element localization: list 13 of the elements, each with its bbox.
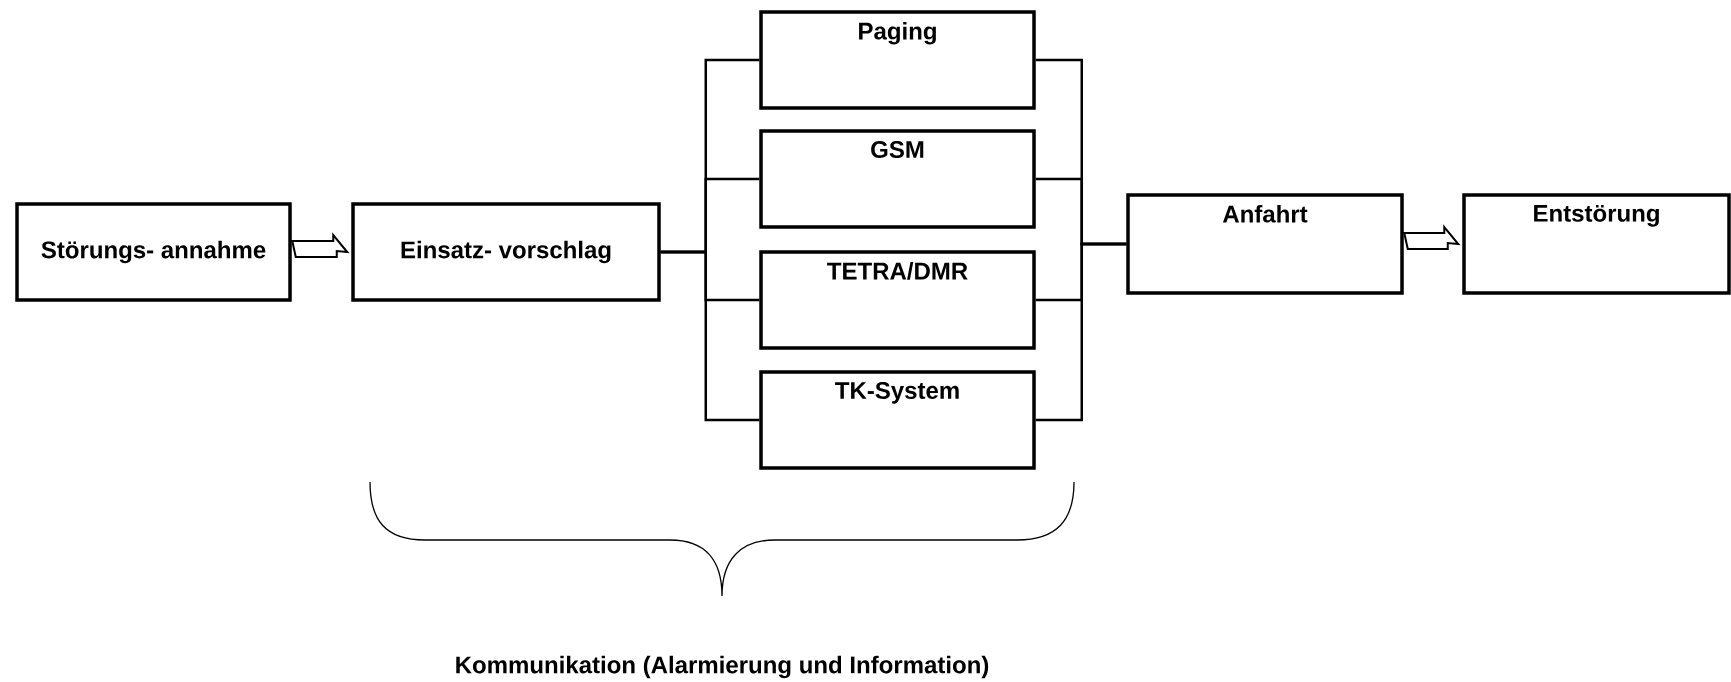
hollow-arrow (291, 232, 350, 258)
connector-line (660, 250, 760, 422)
connector-line (1035, 242, 1127, 422)
process-box: Entstörung (1462, 193, 1731, 295)
process-box: TK-System (759, 370, 1036, 470)
brace-label: Kommunikation (Alarmierung und Information) (456, 655, 989, 679)
process-box: TETRA/DMR (759, 250, 1036, 350)
process-box: Störungs- annahme (15, 202, 292, 302)
process-box: GSM (759, 129, 1036, 229)
process-box: Einsatz- vorschlag (351, 202, 661, 302)
process-box: Anfahrt (1126, 193, 1404, 295)
process-box: Paging (759, 10, 1036, 110)
hollow-arrow (1403, 224, 1461, 250)
